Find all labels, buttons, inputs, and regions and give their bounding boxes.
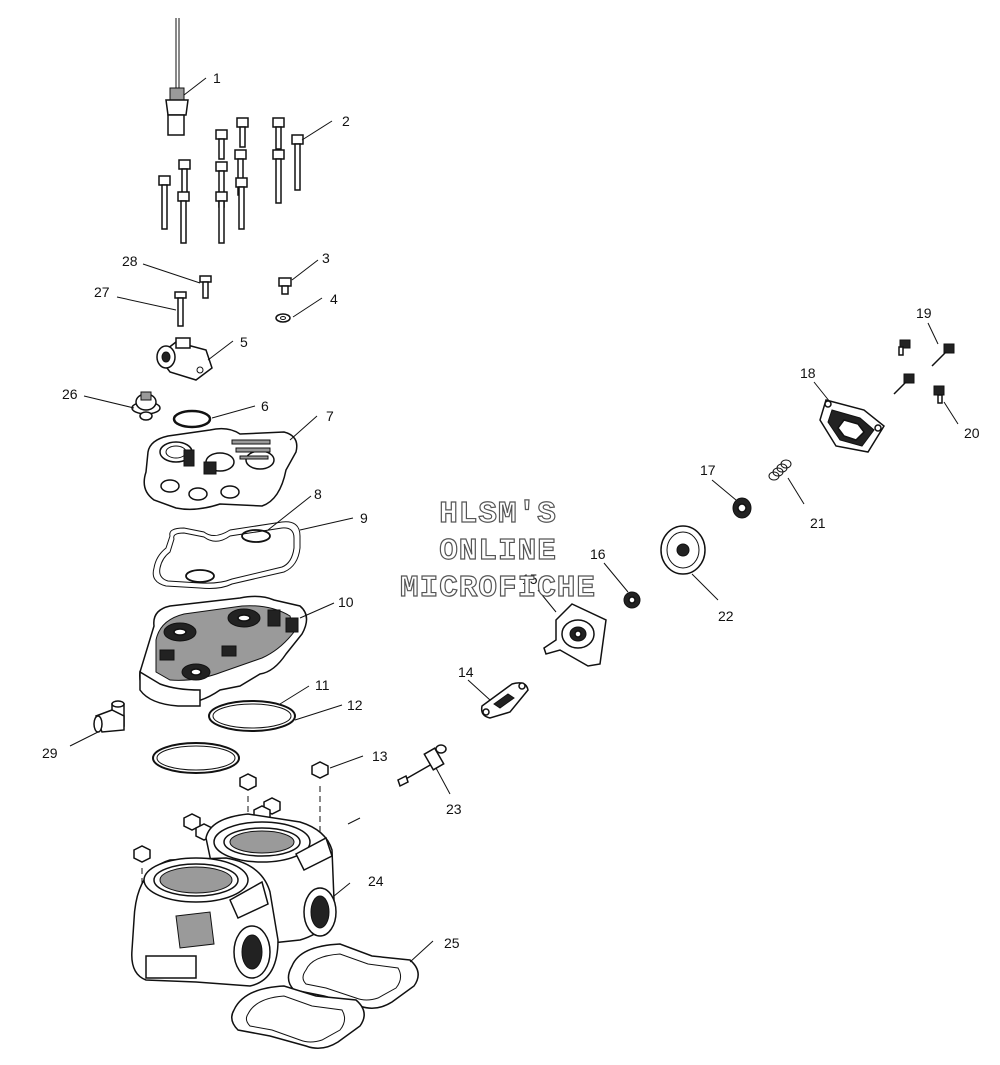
callout-21: 21 (810, 515, 826, 531)
callout-24: 24 (368, 873, 384, 889)
callout-13: 13 (372, 748, 388, 764)
callout-9: 9 (360, 510, 368, 526)
part-1-temperature-sensor[interactable] (165, 18, 189, 136)
leader-lines (69, 77, 959, 963)
callout-25: 25 (444, 935, 460, 951)
part-25-base-gaskets[interactable] (231, 943, 419, 1049)
part-18-valve-cover[interactable] (819, 399, 885, 453)
callout-28: 28 (122, 253, 138, 269)
part-4-washer[interactable] (275, 313, 291, 323)
watermark-line-3: MICROFICHE (400, 571, 596, 606)
part-16-seal[interactable] (623, 591, 641, 609)
callout-20: 20 (964, 425, 980, 441)
callout-6: 6 (261, 398, 269, 414)
callout-2: 2 (342, 113, 350, 129)
callout-26: 26 (62, 386, 78, 402)
part-7-head-cover[interactable] (143, 427, 298, 511)
part-14-gasket[interactable] (480, 682, 529, 719)
callout-10: 10 (338, 594, 354, 610)
part-10-cylinder-head[interactable] (139, 595, 308, 707)
part-27-screw[interactable] (174, 291, 187, 327)
watermark: HLSM'S ONLINE MICROFICHE (399, 496, 596, 606)
part-19-screws[interactable] (893, 339, 955, 395)
callout-27: 27 (94, 284, 110, 300)
part-26-thermostat[interactable] (131, 391, 161, 421)
callout-7: 7 (326, 408, 334, 424)
callout-11: 11 (315, 677, 330, 693)
callout-8: 8 (314, 486, 322, 502)
part-20-screw[interactable] (933, 385, 945, 404)
callout-4: 4 (330, 291, 338, 307)
part-2-head-bolts[interactable] (158, 117, 304, 244)
callout-17: 17 (700, 462, 716, 478)
part-15-valve-housing[interactable] (543, 603, 607, 667)
callout-23: 23 (446, 801, 462, 817)
part-6-o-ring[interactable] (172, 409, 212, 429)
callout-15: 15 (522, 571, 538, 587)
part-12-cylinder-o-ring[interactable] (152, 742, 240, 774)
callout-19: 19 (916, 305, 932, 321)
part-22-diaphragm[interactable] (660, 525, 706, 575)
part-29-elbow-fitting[interactable] (93, 700, 125, 733)
callout-16: 16 (590, 546, 606, 562)
head-cover-ribs (231, 439, 271, 460)
part-28-screw[interactable] (199, 275, 212, 299)
callout-14: 14 (458, 664, 474, 680)
part-5-thermostat-housing[interactable] (156, 337, 213, 381)
callout-29: 29 (42, 745, 58, 761)
callout-1: 1 (213, 70, 221, 86)
callout-3: 3 (322, 250, 330, 266)
callout-labels: 1 2 3 4 5 6 7 8 9 10 11 12 13 14 15 16 1… (42, 70, 980, 951)
callout-12: 12 (347, 697, 363, 713)
callout-5: 5 (240, 334, 248, 350)
callout-22: 22 (718, 608, 734, 624)
watermark-line-2: ONLINE (439, 534, 557, 569)
part-17-retainer[interactable] (732, 497, 752, 519)
part-23-valve-stem[interactable] (397, 744, 447, 788)
part-8-o-ring-seals[interactable] (185, 529, 271, 583)
part-21-spring[interactable] (768, 459, 792, 481)
part-9-head-gasket[interactable] (152, 521, 301, 589)
part-11-cylinder-o-ring[interactable] (208, 700, 296, 732)
part-24-cylinders[interactable] (131, 813, 361, 987)
watermark-line-1: HLSM'S (439, 497, 557, 532)
callout-18: 18 (800, 365, 816, 381)
part-3-small-screw[interactable] (278, 277, 292, 295)
